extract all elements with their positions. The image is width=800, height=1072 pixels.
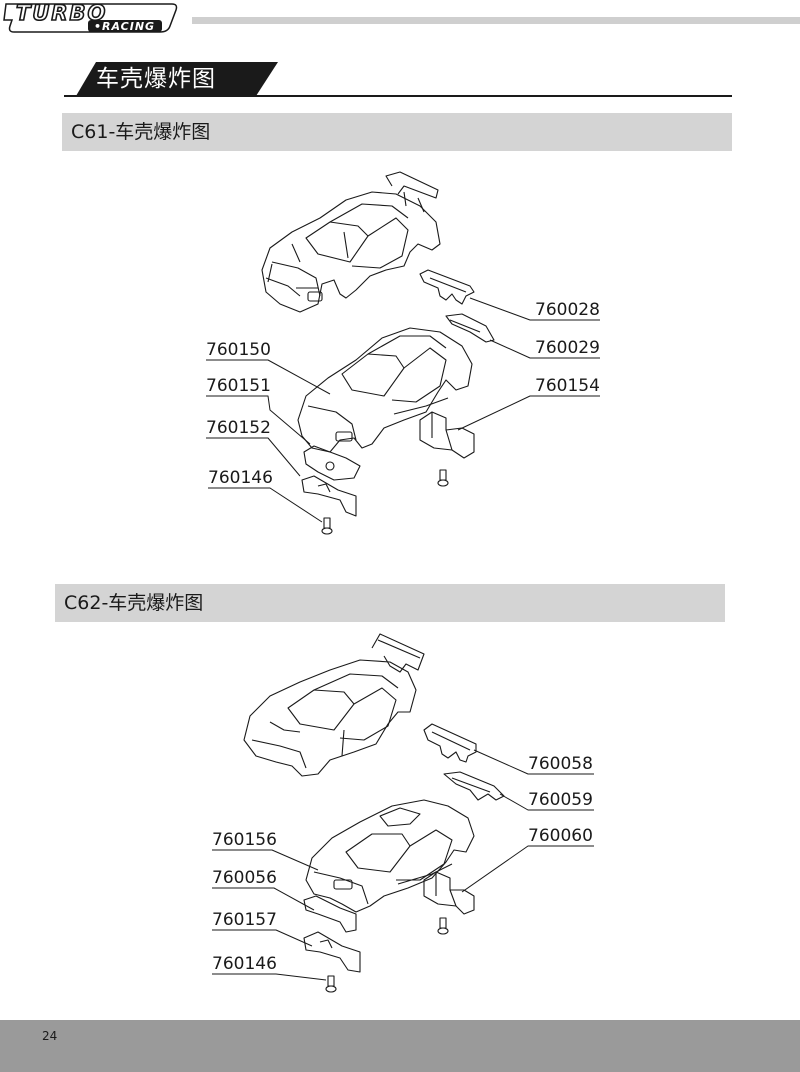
section-rule [64, 95, 732, 97]
c61-screw-760146 [321, 517, 333, 535]
section-title: 车壳爆炸图 [96, 66, 216, 92]
c62-part-label-760060: 760060 [528, 826, 593, 846]
c62-part-label-760058: 760058 [528, 754, 593, 774]
header-rule [192, 17, 800, 24]
c61-screw-2 [437, 469, 449, 487]
c62-body-shell [305, 799, 475, 913]
c62-mount-760060 [423, 871, 475, 915]
c61-part-760152 [301, 475, 357, 517]
c61-part-label-760028: 760028 [535, 300, 600, 320]
c62-part-label-760157: 760157 [212, 910, 277, 930]
c61-part-label-760154: 760154 [535, 376, 600, 396]
c62-part-label-760146: 760146 [212, 954, 277, 974]
c62-part-760056 [303, 895, 357, 933]
c62-rear-wing [423, 723, 477, 763]
c62-heading: C62-车壳爆炸图 [55, 584, 725, 622]
c62-screw-760146 [325, 975, 337, 993]
c61-part-760151 [303, 445, 361, 481]
c61-assembled-body [261, 171, 441, 313]
c61-heading: C61-车壳爆炸图 [62, 113, 732, 151]
c61-part-label-760151: 760151 [206, 376, 271, 396]
c61-spoiler [445, 313, 495, 343]
c61-mount-760154 [419, 411, 475, 459]
c61-part-label-760152: 760152 [206, 418, 271, 438]
c61-part-label-760029: 760029 [535, 338, 600, 358]
page-footer [0, 1020, 800, 1072]
svg-text:TURBO: TURBO [16, 1, 107, 25]
c62-exploded-diagram: 760058 760059 760156 760060 760056 76015… [212, 633, 594, 993]
svg-text:•RACING: •RACING [94, 20, 155, 33]
turbo-racing-logo: TURBO •RACING [3, 0, 178, 33]
c61-rear-wing [419, 269, 475, 305]
c62-part-760157 [303, 931, 361, 973]
section-title-tab [76, 62, 278, 96]
c62-spoiler [443, 771, 505, 801]
c61-exploded-diagram: 760028 760029 760150 760151 760154 76015… [206, 171, 600, 535]
c61-part-label-760150: 760150 [206, 340, 271, 360]
c61-part-label-760146: 760146 [208, 468, 273, 488]
c62-assembled-body [243, 633, 425, 777]
page-number: 24 [42, 1029, 58, 1043]
c61-body-shell [297, 327, 473, 453]
c62-part-label-760056: 760056 [212, 868, 277, 888]
c62-part-label-760059: 760059 [528, 790, 593, 810]
c62-part-label-760156: 760156 [212, 830, 277, 850]
c62-screw-2 [437, 917, 449, 935]
